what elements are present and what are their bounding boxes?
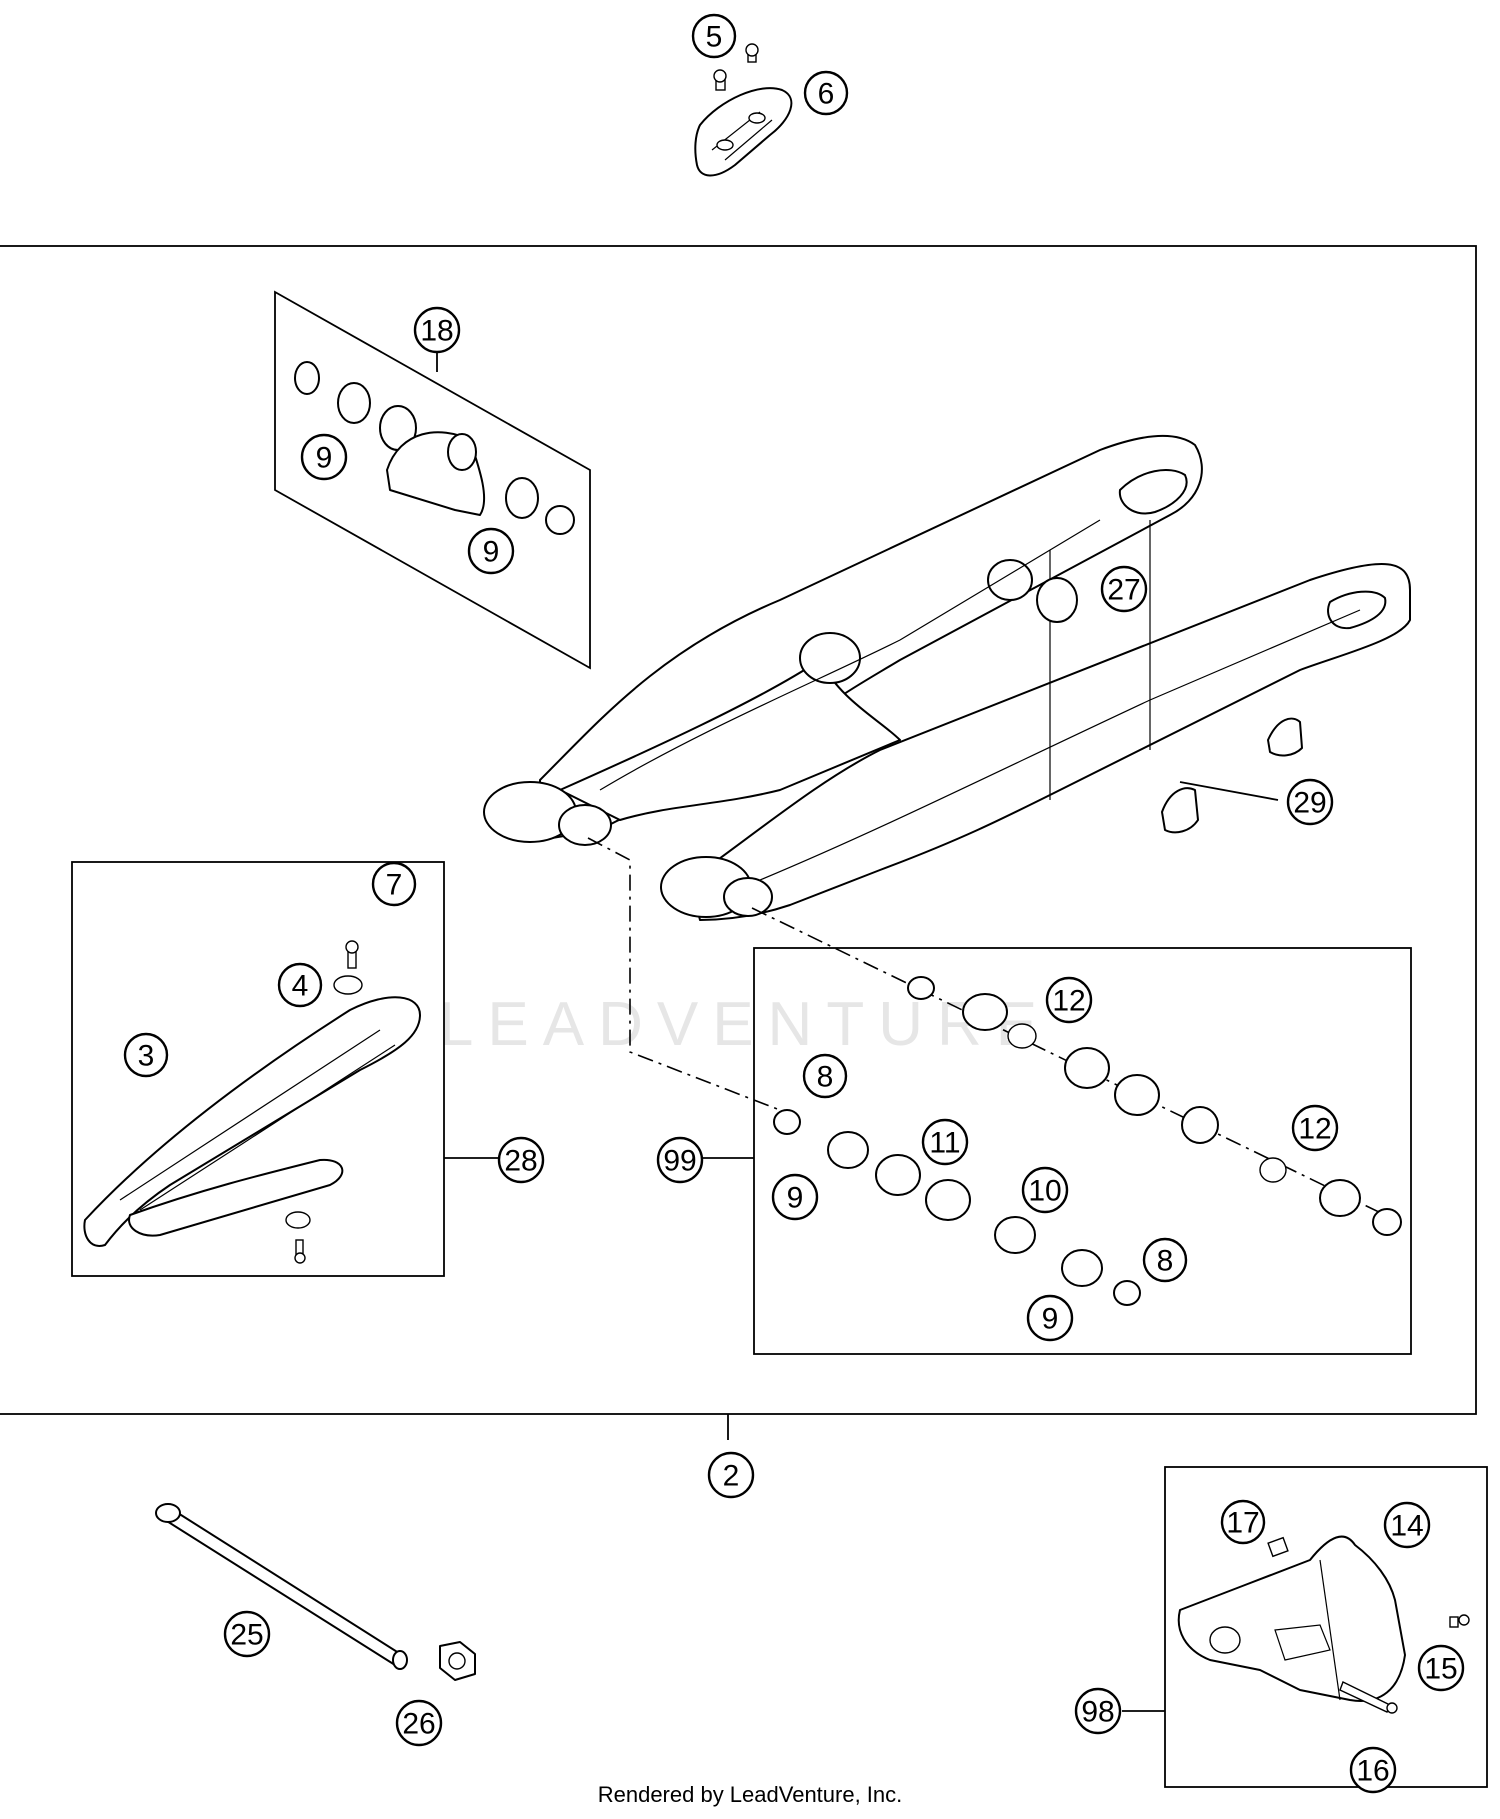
- axis-line-lower: [587, 837, 786, 1113]
- svg-text:9: 9: [316, 442, 333, 475]
- chain-slider-part: [83, 940, 421, 1264]
- callout-17: 17: [1220, 1499, 1266, 1545]
- svg-text:14: 14: [1390, 1510, 1423, 1543]
- svg-text:9: 9: [1042, 1303, 1059, 1336]
- svg-text:98: 98: [1081, 1696, 1114, 1729]
- callout-11: 11: [921, 1118, 969, 1166]
- svg-text:3: 3: [138, 1040, 155, 1073]
- swingarm-assembly-frame: [0, 245, 1477, 1415]
- callout-28: 28: [497, 1136, 545, 1184]
- chain-guide-part: [1177, 1535, 1470, 1714]
- svg-text:17: 17: [1226, 1507, 1259, 1540]
- swingarm-body: [483, 435, 1411, 921]
- callout-25: 25: [223, 1610, 271, 1658]
- footer-credit: Rendered by LeadVenture, Inc.: [597, 1782, 903, 1807]
- kit-28-frame: [71, 861, 445, 1277]
- callout-8: 8: [802, 1053, 848, 1099]
- callout-7: 7: [371, 861, 417, 907]
- callout-27: 27: [1100, 565, 1148, 613]
- svg-text:29: 29: [1293, 787, 1326, 820]
- svg-text:2: 2: [723, 1460, 740, 1493]
- svg-text:16: 16: [1356, 1755, 1389, 1788]
- bearing-27-part: [1036, 577, 1078, 623]
- svg-text:10: 10: [1028, 1175, 1061, 1208]
- callout-2: 2: [707, 1451, 755, 1499]
- callout-4: 4: [277, 962, 323, 1008]
- svg-text:6: 6: [818, 78, 835, 111]
- kit-18-parts: [294, 361, 575, 535]
- callout-9: 9: [771, 1173, 819, 1221]
- callout-29: 29: [1286, 778, 1334, 826]
- kit-99-parts: [773, 976, 1402, 1306]
- kit-99-frame: [753, 947, 1412, 1355]
- svg-text:11: 11: [929, 1127, 960, 1160]
- svg-text:28: 28: [504, 1145, 537, 1178]
- svg-text:15: 15: [1424, 1653, 1457, 1686]
- svg-text:9: 9: [787, 1182, 804, 1215]
- chain-sliding-guard-part: [694, 43, 793, 177]
- callout-16: 16: [1349, 1746, 1397, 1794]
- svg-text:26: 26: [402, 1708, 435, 1741]
- callout-9: 9: [1026, 1294, 1074, 1342]
- watermark-text: LEADVENTURE: [439, 990, 1051, 1059]
- svg-text:7: 7: [386, 869, 403, 902]
- callout-98: 98: [1074, 1687, 1122, 1735]
- nut-26-part: [439, 1641, 476, 1681]
- svg-text:99: 99: [663, 1145, 696, 1178]
- callout-10: 10: [1021, 1166, 1069, 1214]
- swingarm-pivot-part: [155, 1503, 408, 1670]
- svg-text:25: 25: [230, 1619, 263, 1652]
- callout-3: 3: [123, 1032, 169, 1078]
- kit-98-frame: [1164, 1466, 1488, 1788]
- callout-99: 99: [656, 1136, 704, 1184]
- callout-14: 14: [1383, 1501, 1431, 1549]
- leader-29: [1179, 781, 1279, 801]
- svg-text:18: 18: [420, 315, 453, 348]
- svg-text:4: 4: [292, 970, 309, 1003]
- callout-9: 9: [300, 433, 348, 481]
- callout-15: 15: [1417, 1644, 1465, 1692]
- svg-text:8: 8: [1157, 1245, 1174, 1278]
- svg-text:12: 12: [1298, 1113, 1331, 1146]
- kit-18-frame: [274, 290, 591, 670]
- callout-8: 8: [1142, 1237, 1188, 1283]
- svg-text:5: 5: [706, 21, 723, 54]
- svg-text:9: 9: [483, 536, 500, 569]
- svg-text:12: 12: [1052, 985, 1085, 1018]
- callout-9: 9: [467, 527, 515, 575]
- svg-text:8: 8: [817, 1061, 834, 1094]
- callout-6: 6: [803, 70, 849, 116]
- callout-12: 12: [1045, 976, 1093, 1024]
- callout-18: 18: [413, 306, 461, 354]
- svg-text:27: 27: [1107, 574, 1140, 607]
- callout-26: 26: [395, 1699, 443, 1747]
- callout-5: 5: [691, 13, 737, 59]
- callout-12: 12: [1291, 1104, 1339, 1152]
